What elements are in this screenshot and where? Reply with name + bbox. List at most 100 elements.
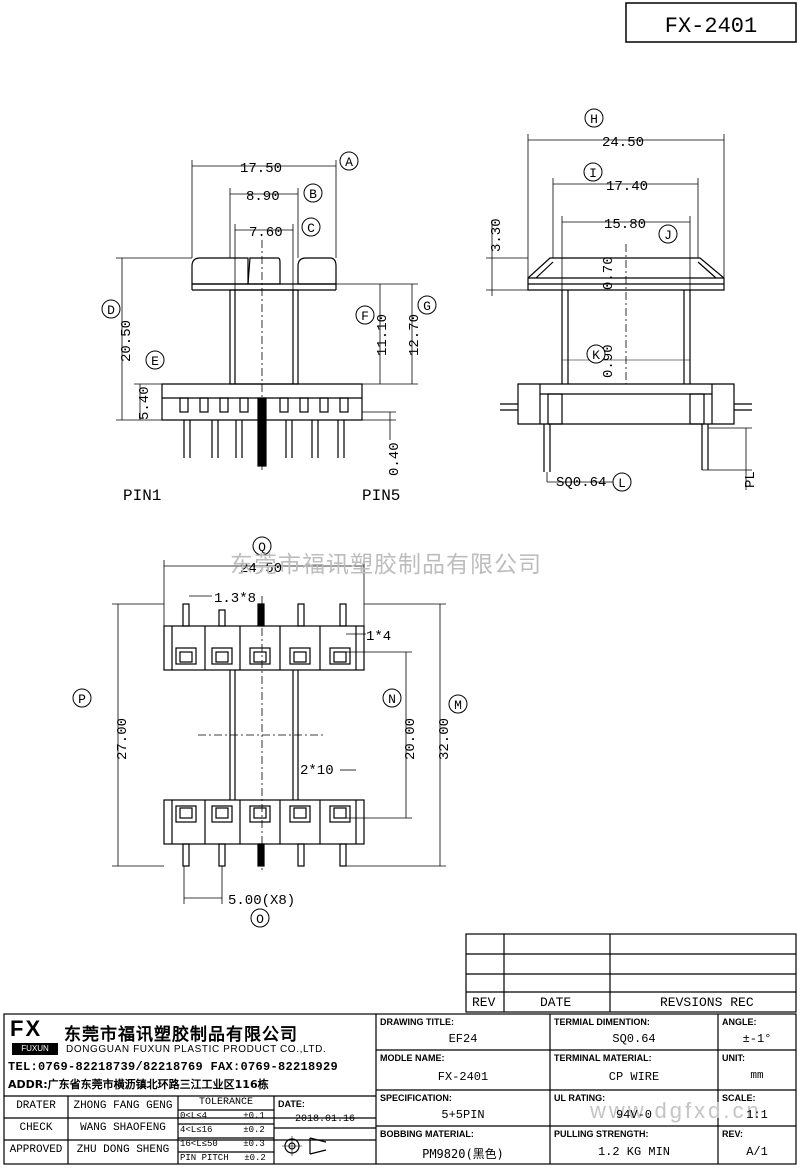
scale-label: SCALE: (722, 1093, 756, 1103)
balloon-i: I (589, 166, 597, 181)
revisions-header: REVSIONS REC (660, 995, 754, 1010)
balloon-d: D (107, 303, 115, 318)
drawing-title-value: EF24 (448, 1032, 478, 1046)
dim-g-value: 12.70 (407, 314, 423, 356)
angle-label: ANGLE: (722, 1017, 757, 1027)
dim-o-value: 5.00(X8) (228, 893, 295, 909)
dim-d-value: 20.50 (119, 320, 135, 362)
balloon-n: N (388, 692, 396, 707)
pin1-label: PIN1 (123, 487, 161, 505)
ul-rating-label: UL RATING: (554, 1093, 606, 1103)
balloon-c: C (307, 221, 315, 236)
model-name-value: FX-2401 (437, 1070, 489, 1084)
dim-n-value: 20.00 (403, 718, 419, 760)
dim-330-value: 3.30 (489, 218, 505, 252)
balloon-h: H (590, 112, 598, 127)
balloon-e: E (151, 354, 159, 369)
dim-m-value: 32.00 (437, 718, 453, 760)
company-name-cn: 东莞市福讯塑胶制品有限公司 (64, 1025, 298, 1045)
rev-header: REV (472, 995, 496, 1010)
balloon-q: Q (258, 540, 266, 555)
pulling-strength-value: 1.2 KG MIN (597, 1145, 670, 1159)
role-drater: DRATER (16, 1100, 56, 1112)
bottom-view (112, 560, 446, 904)
tol-range-4: PIN PITCH (180, 1153, 229, 1163)
dim-pl-value: PL (743, 471, 759, 488)
tol-value-4: ±0.2 (244, 1153, 266, 1163)
title-block-grid (3, 1013, 797, 1165)
dim-a-value: 17.50 (240, 161, 282, 177)
pin5-label: PIN5 (362, 487, 400, 505)
scale-value: 1:1 (746, 1108, 768, 1122)
name-check: WANG SHAOFENG (80, 1122, 166, 1134)
balloon-p: P (78, 692, 86, 707)
balloon-b: B (309, 187, 317, 202)
tol-value-2: ±0.2 (243, 1125, 265, 1135)
balloon-m: M (454, 698, 462, 713)
balloon-g: G (423, 299, 431, 314)
unit-label: UNIT: (722, 1053, 745, 1063)
watermark: 东莞市福讯塑胶制品有限公司 (230, 552, 542, 578)
company-logo: FX (10, 1016, 43, 1041)
side-view (486, 134, 752, 490)
bottom-view-dims: 24.50 1.3*8 1*4 27.00 20.00 32.00 2*10 5… (115, 561, 453, 909)
dim-040-value: 0.40 (387, 442, 403, 476)
tol-range-3: 16<L≤50 (180, 1139, 218, 1149)
specification-value: 5+5PIN (441, 1108, 485, 1122)
dim-p-value: 27.00 (115, 718, 131, 760)
dim-i-value: 17.40 (606, 179, 648, 195)
date-header: DATE (540, 995, 571, 1010)
ul-rating-value: 94V-0 (615, 1108, 652, 1122)
bobbin-material-label: BOBBING MATERIAL: (380, 1129, 474, 1139)
balloon-l: L (618, 476, 626, 491)
balloon-f: F (361, 309, 369, 324)
terminal-dimension-label: TERMIAL DIMENTION: (554, 1017, 650, 1027)
dim-070-value: 0.70 (601, 256, 617, 290)
rev-label: REV: (722, 1129, 744, 1139)
dim-b-value: 8.90 (246, 189, 280, 205)
front-view-dims: 17.50 8.90 7.60 20.50 5.40 11.10 12.70 0… (119, 161, 423, 476)
dim-q-value: 24.50 (240, 561, 282, 577)
side-view-balloons: H I J K L (583, 108, 678, 492)
dim-h-value: 24.50 (602, 135, 644, 151)
date-label: DATE: (278, 1099, 305, 1109)
terminal-material-value: CP WIRE (608, 1070, 660, 1084)
rev-value: A/1 (746, 1145, 768, 1159)
name-approved: ZHU DONG SHENG (76, 1144, 170, 1156)
dim-c-value: 7.60 (249, 225, 283, 241)
company-name-en: DONGGUAN FUXUN PLASTIC PRODUCT CO.,LTD. (66, 1044, 327, 1055)
dim-j-value: 15.80 (604, 217, 646, 233)
front-view (116, 160, 418, 470)
date-value: 2018.01.16 (294, 1114, 355, 1125)
company-logo-sub: FUXUN (12, 1043, 58, 1055)
angle-value: ±-1° (742, 1032, 772, 1046)
dim-1x4-value: 1*4 (366, 629, 391, 645)
dim-13x8-value: 1.3*8 (214, 591, 256, 607)
tolerance-title: TOLERANCE (198, 1097, 253, 1108)
tol-value-1: ±0.1 (243, 1111, 265, 1121)
bottom-view-balloons: Q P N M O (72, 536, 468, 928)
company-tel: TEL:0769-82218739/82218769 FAX:0769-8221… (8, 1060, 339, 1074)
balloon-a: A (345, 155, 353, 170)
dim-l-value: SQ0.64 (556, 475, 606, 491)
pulling-strength-label: PULLING STRENGTH: (554, 1129, 649, 1139)
balloon-k: K (592, 348, 600, 363)
specification-label: SPECIFICATION: (380, 1093, 452, 1103)
watermark-site: www.dgfxd.cn (590, 1098, 762, 1123)
side-view-dims: 24.50 17.40 15.80 3.30 0.70 0.90 SQ0.64 … (489, 135, 759, 491)
role-check: CHECK (19, 1122, 53, 1134)
tol-range-2: 4<L≤16 (180, 1125, 213, 1135)
bobbin-material-value: PM9820(黑色) (422, 1147, 504, 1161)
terminal-material-label: TERMINAL MATERIAL: (554, 1053, 652, 1063)
company-address: ADDR:广东省东莞市横沥镇北环路三江工业区116栋 (8, 1078, 269, 1091)
dim-2x10-value: 2*10 (300, 763, 334, 779)
drawing-title-label: DRAWING TITLE: (380, 1017, 454, 1027)
tol-value-3: ±0.3 (243, 1139, 265, 1149)
part-number: FX-2401 (665, 14, 757, 39)
dim-e-value: 5.40 (137, 386, 153, 420)
balloon-o: O (256, 912, 264, 927)
terminal-dimension-value: SQ0.64 (612, 1032, 656, 1046)
tol-range-1: 0<L≤4 (180, 1111, 208, 1121)
role-approved: APPROVED (9, 1144, 63, 1156)
